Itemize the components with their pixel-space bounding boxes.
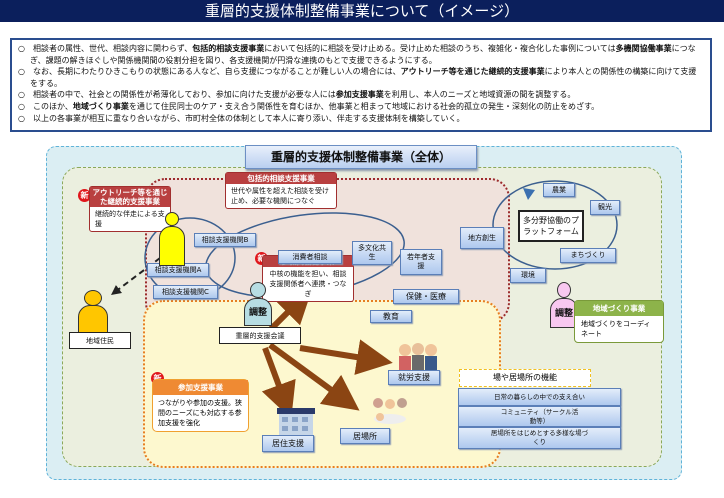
person-head [165,212,179,226]
network-education: 教育 [370,310,412,323]
place-function-item: 日常の暮らしの中での支え合い [458,388,621,406]
person-head [557,282,571,298]
participation-project-box: 参加支援事業 つながりや参加の支援。狭間のニーズにも対応する参加支援を強化 [152,379,249,432]
platform-town: まちづくり [560,248,616,263]
summary-emphasis: アウトリーチ等を通じた継続的支援事業 [400,67,545,77]
comprehensive-consultation-body: 世代や属性を超えた相談を受け止め、必要な機関につなぐ [231,187,329,205]
summary-text: ○ 以上の各事業が相互に重なり合いながら、市町村全体の体制として本人に寄り添い、… [18,113,465,123]
place-people-illustration [370,395,410,425]
summary-emphasis: 多機関協働事業 [615,44,672,53]
new-badge: 新 [78,189,91,202]
network-multicultural: 多文化共生 [352,241,392,265]
dest-employment: 就労支援 [388,370,440,385]
platform-loop [492,180,618,270]
comprehensive-consultation-title: 包括的相談支援事業 [226,173,336,184]
person-head [250,282,266,298]
place-function-label: 居場所をはじめとする多様な場づくり [490,429,589,446]
place-function-item: 居場所をはじめとする多様な場づくり [458,427,621,449]
outreach-project-box: アウトリーチ等を通じた継続的支援事業 継続的な伴走による支援 [89,186,171,232]
person-coordinator: 調整 [244,282,272,337]
employment-people-illustration [393,342,443,372]
network-youth-label: 若年者支援 [407,253,435,270]
outreach-project-body: 継続的な伴走による支援 [95,210,165,228]
summary-box: ○ 相談者の属性、世代、相談内容に関わらず、包括的相談支援事業において包括的に相… [10,38,712,132]
platform-agriculture: 農業 [543,183,575,197]
network-health: 保健・医療 [393,289,459,304]
platform-arrowhead [523,188,535,200]
arrow-to-place [268,342,360,411]
person-body [78,305,108,333]
arrow-to-multi-agency [267,287,313,333]
summary-text: ○ 相談者の属性、世代、相談内容に関わらず、 [18,44,193,53]
summary-paragraph: ○ 相談者の中で、社会との関係性が希薄化しており、参加に向けた支援が必要な人には… [18,89,704,101]
person-body [159,226,185,266]
multi-agency-body: 中核の機能を担い、相談支援関係者へ連携・つなぎ [269,270,347,298]
person-resident [78,290,108,340]
person-head [84,290,102,306]
arrow-to-housing [261,346,296,419]
adjust-label: 調整 [244,298,272,326]
participation-project-body: つながりや参加の支援。狭間のニーズにも対応する参加支援を強化 [158,399,242,427]
summary-text: につなぎ、課題の解きほぐしや関係機関間の役割分担を図り、各支援機関が円滑な連携の… [30,44,696,65]
summary-paragraph: ○ 以上の各事業が相互に重なり合いながら、市町村全体の体制として本人に寄り添い、… [18,113,704,125]
summary-paragraph: ○ 相談者の属性、世代、相談内容に関わらず、包括的相談支援事業において包括的に相… [18,43,704,66]
comprehensive-consultation-box: 包括的相談支援事業 世代や属性を超えた相談を受け止め、必要な機関につなぐ [225,172,337,209]
summary-emphasis: 包括的相談支援事業 [192,44,265,53]
place-function-label: コミュニティ（サークル活動等） [500,407,579,425]
platform-regional: 地方創生 [460,227,504,249]
summary-text: により本人との関係性の構築に向けて支援をする。 [30,67,697,88]
summary-text: ○ 相談者の中で、社会との関係性が希薄化しており、参加に向けた支援が必要な人には [18,90,336,100]
participation-project-title: 参加支援事業 [153,380,248,395]
summary-emphasis: 参加支援事業 [335,90,384,100]
network-consumer: 消費者相談 [278,250,342,264]
meeting-label: 重層的支援会議 [219,327,301,344]
summary-text: ○ このほか、 [18,101,73,111]
person-outreach [158,212,186,267]
community-project-body: 地域づくりをコーディネート [581,320,651,338]
community-project-title: 地域づくり事業 [575,301,663,316]
summary-paragraph: ○ このほか、地域づくり事業を通じて住民同士のケア・支え合う関係性を育むほか、他… [18,101,704,113]
person-community: 調整 [550,282,578,334]
network-youth: 若年者支援 [400,249,442,275]
platform-tourism: 観光 [590,200,620,215]
dest-place: 居場所 [340,428,390,444]
summary-text: ○ なお、長期にわたりひきこもりの状態にある人など、自ら支援につながることが難し… [18,67,401,77]
place-function-item: コミュニティ（サークル活動等） [458,406,621,427]
summary-text: を通じて住民同士のケア・支え合う関係性を育むほか、他事業と相まって地域における社… [128,101,600,111]
outreach-project-title: アウトリーチ等を通じた継続的支援事業 [90,187,170,207]
community-project-box: 地域づくり事業 地域づくりをコーディネート [574,300,664,343]
page-title: 重層的支援体制整備事業について（イメージ） [0,0,724,22]
agency-c: 相談支援機関C [153,285,218,299]
platform-environment: 環境 [510,268,546,283]
summary-emphasis: 地域づくり事業 [72,101,129,111]
summary-text: において包括的に相談を受け止める。受け止めた相談のうち、複雑化・複合化した事例に… [264,44,616,53]
dest-housing: 居住支援 [262,435,314,452]
resident-label: 地域住民 [69,332,131,349]
platform-center: 多分野協働のプラットフォーム [518,210,584,242]
place-functions-title: 場や居場所の機能 [459,369,591,387]
arrow-to-employment [299,339,393,375]
summary-text: を利用し、本人のニーズと地域資源の間を調整する。 [383,90,576,100]
summary-paragraph: ○ なお、長期にわたりひきこもりの状態にある人など、自ら支援につながることが難し… [18,66,704,89]
network-multicultural-label: 多文化共生 [358,244,386,261]
agency-b: 相談支援機関B [194,233,256,247]
diagram-main-title: 重層的支援体制整備事業（全体） [245,145,477,169]
